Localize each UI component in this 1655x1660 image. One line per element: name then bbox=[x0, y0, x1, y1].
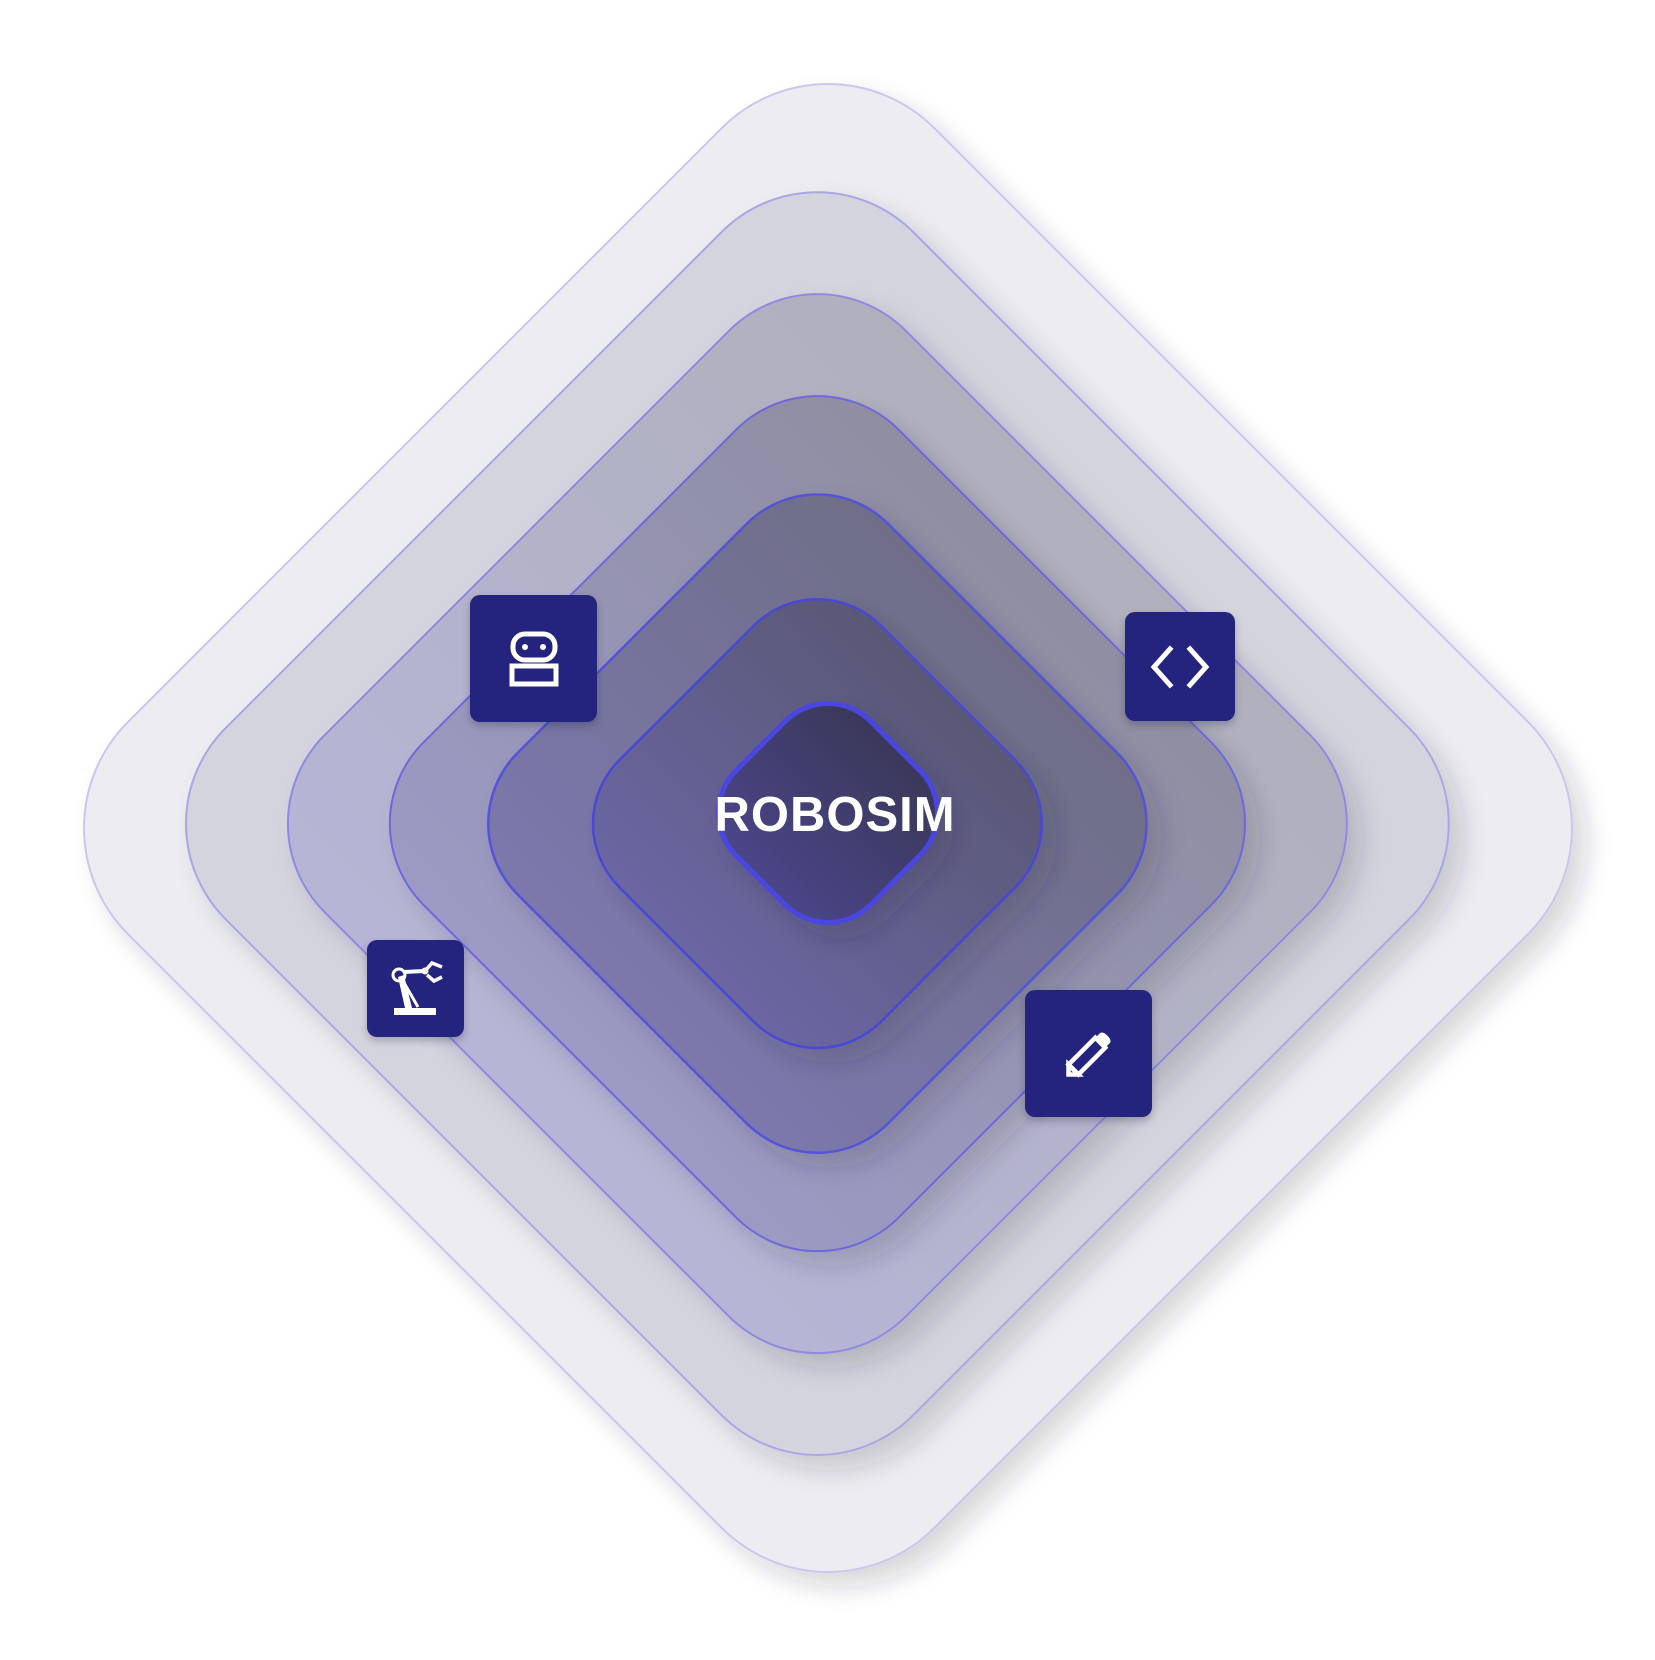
code-icon bbox=[1150, 644, 1210, 689]
robot-arm-icon bbox=[391, 960, 443, 1015]
core-diamond bbox=[716, 701, 940, 925]
robot-arm-tile[interactable] bbox=[367, 940, 464, 1037]
code-tile[interactable] bbox=[1125, 612, 1235, 721]
center-title: ROBOSIM bbox=[714, 788, 956, 842]
robot-icon bbox=[509, 631, 558, 686]
edit-tile[interactable] bbox=[1025, 990, 1152, 1117]
pencil-icon bbox=[1064, 1031, 1111, 1078]
robot-tile[interactable] bbox=[470, 595, 597, 722]
